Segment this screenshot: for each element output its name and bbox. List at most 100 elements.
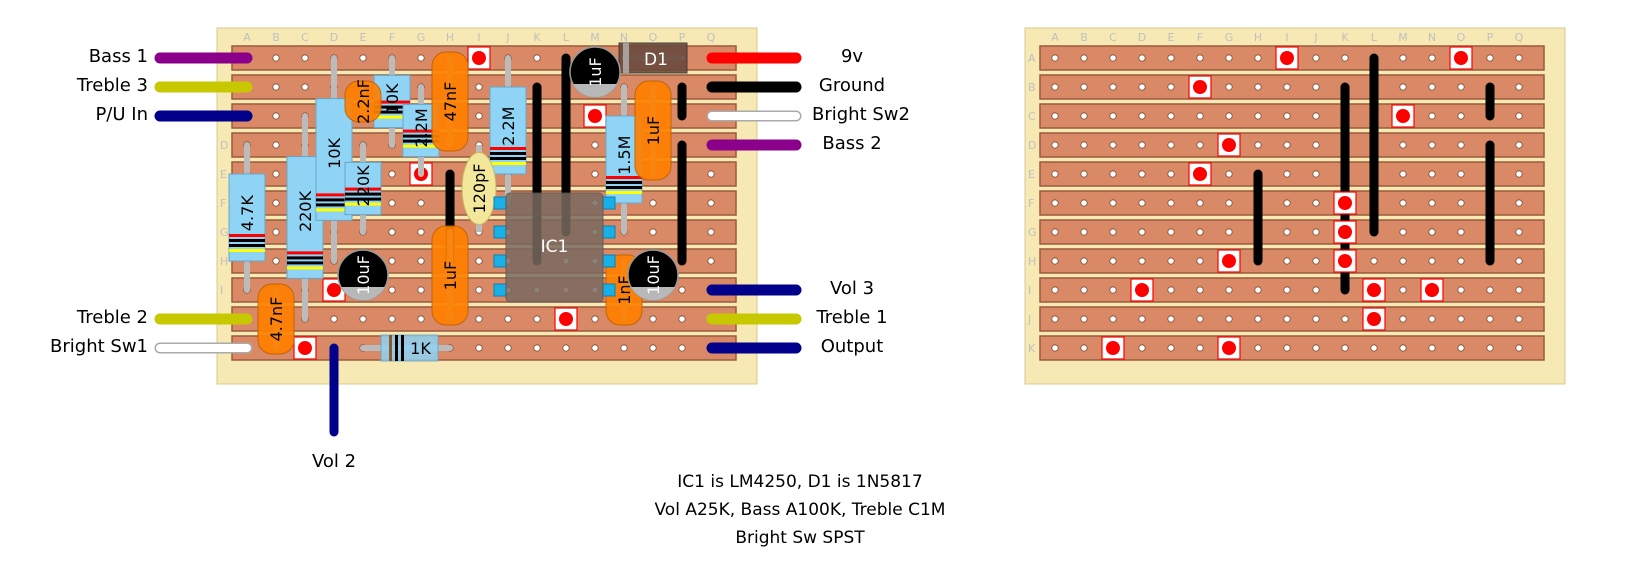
ic-pin bbox=[493, 225, 507, 239]
row-label: B bbox=[1028, 81, 1036, 94]
hole bbox=[1051, 228, 1059, 236]
hole bbox=[1254, 112, 1262, 120]
hole bbox=[504, 344, 512, 352]
ic-body bbox=[505, 192, 604, 303]
column-label: D bbox=[1138, 31, 1146, 44]
hole bbox=[1051, 170, 1059, 178]
hole bbox=[1138, 141, 1146, 149]
hole bbox=[1399, 257, 1407, 265]
hole bbox=[1080, 257, 1088, 265]
hole bbox=[1254, 344, 1262, 352]
hole bbox=[1109, 286, 1117, 294]
hole bbox=[504, 315, 512, 323]
hole bbox=[591, 170, 599, 178]
row-label: G bbox=[220, 226, 229, 239]
film-capacitor: 2.2nF bbox=[344, 79, 382, 124]
hole bbox=[1399, 54, 1407, 62]
hole bbox=[1109, 170, 1117, 178]
color-band bbox=[316, 208, 352, 212]
hole bbox=[1399, 141, 1407, 149]
hole bbox=[1312, 112, 1320, 120]
hole bbox=[1138, 228, 1146, 236]
hole bbox=[707, 199, 715, 207]
column-label: N bbox=[620, 31, 628, 44]
hole bbox=[1283, 257, 1291, 265]
color-band bbox=[287, 266, 323, 270]
row-label: C bbox=[1028, 110, 1036, 123]
hole bbox=[1254, 141, 1262, 149]
note-line-2: Vol A25K, Bass A100K, Treble C1M bbox=[654, 500, 946, 520]
track-cut-dot bbox=[588, 109, 602, 123]
hole bbox=[678, 315, 686, 323]
capacitor-label: 2.2nF bbox=[354, 79, 373, 124]
hole bbox=[1312, 83, 1320, 91]
wire-label-right: Bass 2 bbox=[822, 133, 882, 154]
hole bbox=[1051, 286, 1059, 294]
hole bbox=[1138, 54, 1146, 62]
electrolytic-capacitor: 1uF bbox=[569, 46, 621, 98]
hole bbox=[388, 170, 396, 178]
hole bbox=[359, 54, 367, 62]
capacitor-label: 10uF bbox=[354, 255, 373, 295]
resistor: 220K bbox=[286, 113, 324, 322]
ic-pin bbox=[602, 196, 616, 210]
column-label: E bbox=[360, 31, 367, 44]
hole bbox=[1312, 344, 1320, 352]
capacitor-label: 1uF bbox=[644, 116, 663, 146]
hole bbox=[1167, 228, 1175, 236]
hole bbox=[1080, 286, 1088, 294]
hole bbox=[1051, 344, 1059, 352]
ic-pin bbox=[602, 225, 616, 239]
hole bbox=[1428, 170, 1436, 178]
hole bbox=[1312, 315, 1320, 323]
hole bbox=[272, 228, 280, 236]
capacitor-body bbox=[257, 283, 295, 355]
hole bbox=[1283, 112, 1291, 120]
hole bbox=[475, 112, 483, 120]
color-band bbox=[229, 234, 265, 237]
hole bbox=[272, 112, 280, 120]
hole bbox=[1428, 141, 1436, 149]
color-band bbox=[403, 134, 439, 138]
hole bbox=[417, 286, 425, 294]
hole bbox=[417, 315, 425, 323]
hole bbox=[417, 257, 425, 265]
hole bbox=[1138, 170, 1146, 178]
row-label: H bbox=[220, 255, 228, 268]
hole bbox=[1428, 112, 1436, 120]
ic-pin bbox=[493, 283, 507, 297]
column-label: F bbox=[1197, 31, 1203, 44]
hole bbox=[1138, 344, 1146, 352]
color-band bbox=[490, 152, 526, 155]
hole bbox=[1486, 54, 1494, 62]
hole bbox=[1138, 257, 1146, 265]
color-band bbox=[229, 244, 265, 247]
hole bbox=[1515, 286, 1523, 294]
wire-label-left: Bass 1 bbox=[88, 46, 148, 67]
column-label: M bbox=[590, 31, 600, 44]
hole bbox=[1167, 83, 1175, 91]
hole bbox=[1428, 199, 1436, 207]
hole bbox=[1283, 315, 1291, 323]
color-band bbox=[490, 162, 526, 165]
hole bbox=[1051, 199, 1059, 207]
color-band bbox=[606, 186, 642, 189]
column-label: O bbox=[649, 31, 658, 44]
hole bbox=[1080, 54, 1088, 62]
resistor: 1K bbox=[360, 334, 453, 362]
hole bbox=[1225, 83, 1233, 91]
row-label: F bbox=[220, 197, 226, 210]
capacitor-label: 47nF bbox=[441, 82, 460, 122]
hole bbox=[1515, 344, 1523, 352]
hole bbox=[1109, 228, 1117, 236]
hole bbox=[417, 54, 425, 62]
hole bbox=[678, 286, 686, 294]
row-label: G bbox=[1028, 226, 1037, 239]
color-band bbox=[606, 176, 642, 179]
column-label: I bbox=[1285, 31, 1288, 44]
hole bbox=[388, 257, 396, 265]
hole bbox=[1312, 286, 1320, 294]
wire-label-left: Bright Sw1 bbox=[50, 336, 148, 357]
track-cut-dot bbox=[1338, 254, 1352, 268]
